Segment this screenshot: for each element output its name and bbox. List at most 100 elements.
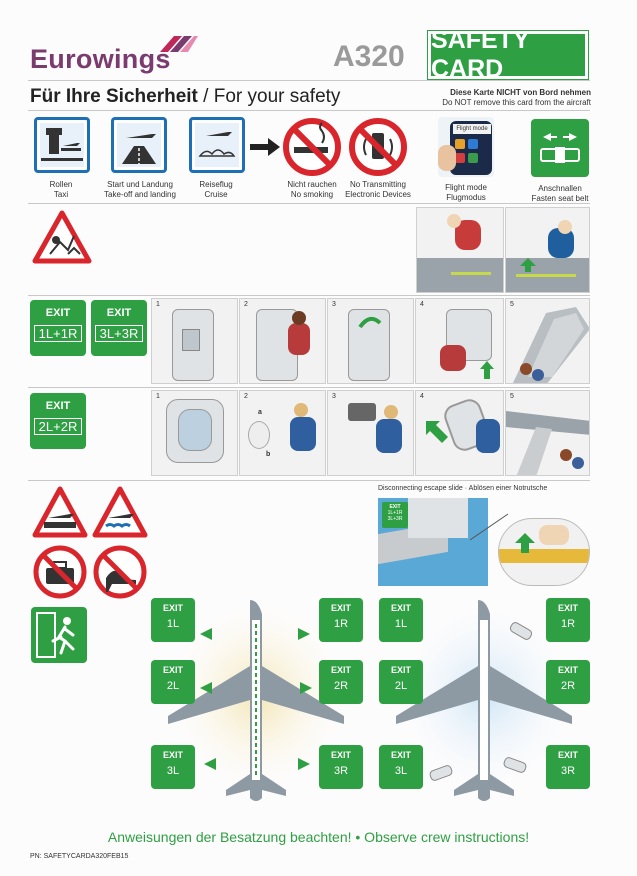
caption-line: Taxi — [53, 190, 69, 199]
door-step-1: 1 — [151, 298, 238, 384]
door-step-4: 4 — [415, 298, 504, 384]
divider — [28, 387, 590, 388]
mark-b: b — [266, 451, 271, 458]
aircraft-type: A320 — [333, 40, 405, 73]
part-number: PN: SAFETYCARDA320FEB15 — [30, 853, 129, 860]
exit-doors-label: 1L+1R — [34, 325, 82, 342]
step-number: 4 — [420, 301, 424, 308]
exit-sign-1L-1R: EXIT 1L+1R — [30, 300, 86, 356]
arrow-up-icon — [520, 258, 536, 272]
cruise-caption: Reiseflug Cruise — [176, 180, 256, 200]
exit-door-label: 3R — [333, 765, 349, 777]
step-number: 5 — [510, 393, 514, 400]
exit-sign-2R: EXIT 2R — [546, 660, 590, 704]
caption-line: Nicht rauchen — [287, 180, 337, 189]
exit-label: EXIT — [45, 400, 71, 412]
caption-line: No Transmitting — [349, 180, 407, 189]
exit-door-label: 1L — [166, 618, 180, 630]
emergency-exit-running-man-icon — [31, 607, 87, 663]
step-number: 2 — [244, 393, 248, 400]
exit-door-label: 3L — [394, 765, 408, 777]
caption-line: Start und Landung — [107, 180, 173, 189]
exit-sign-1L: EXIT 1L — [379, 598, 423, 642]
exit-sign-1L: EXIT 1L — [151, 598, 195, 642]
caption-line: Flight mode — [445, 183, 487, 192]
cruise-icon — [189, 117, 245, 173]
exit-sign-1R: EXIT 1R — [546, 598, 590, 642]
page-subtitle: Für Ihre Sicherheit / For your safety — [30, 86, 340, 108]
overwing-step-5-slide: 5 — [505, 390, 590, 476]
no-smoking-icon — [283, 118, 341, 176]
divider — [28, 80, 590, 81]
overwing-step-4: 4 — [415, 390, 504, 476]
do-not-remove-notice: Diese Karte NICHT von Bord nehmen Do NOT… — [442, 88, 591, 108]
no-high-heels-icon — [93, 545, 147, 599]
caption-line: Cruise — [204, 190, 228, 199]
exit-label: EXIT — [557, 665, 578, 675]
exit-doors-label: 3L+3R — [387, 516, 403, 522]
subtitle-separator: / — [197, 86, 214, 107]
slide-exit-sign: EXIT 1L+1R 3L+3R — [382, 502, 408, 528]
divider — [28, 295, 590, 296]
door-step-3: 3 — [327, 298, 414, 384]
exit-label: EXIT — [330, 603, 351, 613]
exit-doors-label: 1L+1R — [387, 510, 403, 516]
step-number: 3 — [332, 393, 336, 400]
fasten-seatbelt-icon — [531, 119, 589, 177]
cabin-exit-map-left — [168, 600, 348, 801]
exit-label: EXIT — [390, 750, 411, 760]
exit-sign-2L: EXIT 2L — [379, 660, 423, 704]
exit-sign-3L: EXIT 3L — [379, 745, 423, 789]
door-step-2: 2 — [239, 298, 326, 384]
exit-door-label: 2R — [560, 680, 576, 692]
exit-label: EXIT — [557, 750, 578, 760]
exit-door-label: 2L — [166, 680, 180, 692]
slide-disconnect-caption: Disconnecting escape slide · Ablösen ein… — [378, 485, 548, 492]
takeoff-landing-icon — [111, 117, 167, 173]
exit-label: EXIT — [106, 307, 132, 319]
crew-instructions-footer: Anweisungen der Besatzung beachten! • Ob… — [107, 829, 530, 845]
exit-door-label: 1R — [333, 618, 349, 630]
no-baggage-icon — [33, 545, 87, 599]
arrow-right-icon — [250, 138, 280, 156]
caption-line: Flugmodus — [446, 193, 486, 202]
exit-label: EXIT — [162, 750, 183, 760]
caption-line: Electronic Devices — [345, 190, 411, 199]
takeoff-caption: Start und Landung Take-off and landing — [94, 180, 186, 200]
airline-logo-wing-icon — [160, 36, 198, 52]
exit-door-label: 1R — [560, 618, 576, 630]
exit-sign-2L-2R: EXIT 2L+2R — [30, 393, 86, 449]
safety-card-badge: SAFETY CARD — [427, 26, 589, 83]
taxi-caption: Rollen Taxi — [18, 180, 104, 200]
exit-door-label: 2L — [394, 680, 408, 692]
exit-sign-3L-3R: EXIT 3L+3R — [91, 300, 147, 356]
caption-line: Anschnallen — [538, 184, 582, 193]
taxi-icon — [34, 117, 90, 173]
exit-label: EXIT — [390, 665, 411, 675]
door-step-5-slide: 5 — [505, 298, 590, 384]
exit-label: EXIT — [162, 665, 183, 675]
no-smoking-caption: Nicht rauchen No smoking — [272, 180, 352, 200]
exit-sign-3R: EXIT 3R — [546, 745, 590, 789]
exit-doors-label: 2L+2R — [34, 418, 82, 435]
flight-mode-caption: Flight mode Flugmodus — [426, 183, 506, 203]
notice-de: Diese Karte NICHT von Bord nehmen — [450, 88, 591, 97]
arrow-up-icon — [515, 533, 535, 553]
exit-door-label: 2R — [333, 680, 349, 692]
brace-position-warning-icon — [32, 210, 92, 264]
exit-sign-3R: EXIT 3R — [319, 745, 363, 789]
exit-door-label: 1L — [394, 618, 408, 630]
exit-door-label: 3R — [560, 765, 576, 777]
ditching-land-warning-icon — [32, 486, 88, 538]
mark-a: a — [258, 409, 262, 416]
step-number: 3 — [332, 301, 336, 308]
no-transmitting-icon — [349, 118, 407, 176]
brace-illustration-1 — [416, 207, 504, 293]
overwing-step-3: 3 — [327, 390, 414, 476]
exit-door-label: 3L — [166, 765, 180, 777]
step-number: 4 — [420, 393, 424, 400]
overwing-step-1: 1 — [151, 390, 238, 476]
exit-sign-1R: EXIT 1R — [319, 598, 363, 642]
phone-flight-mode-label: Flight mode — [453, 124, 491, 134]
airline-logo-text: Eurowings — [30, 44, 171, 74]
